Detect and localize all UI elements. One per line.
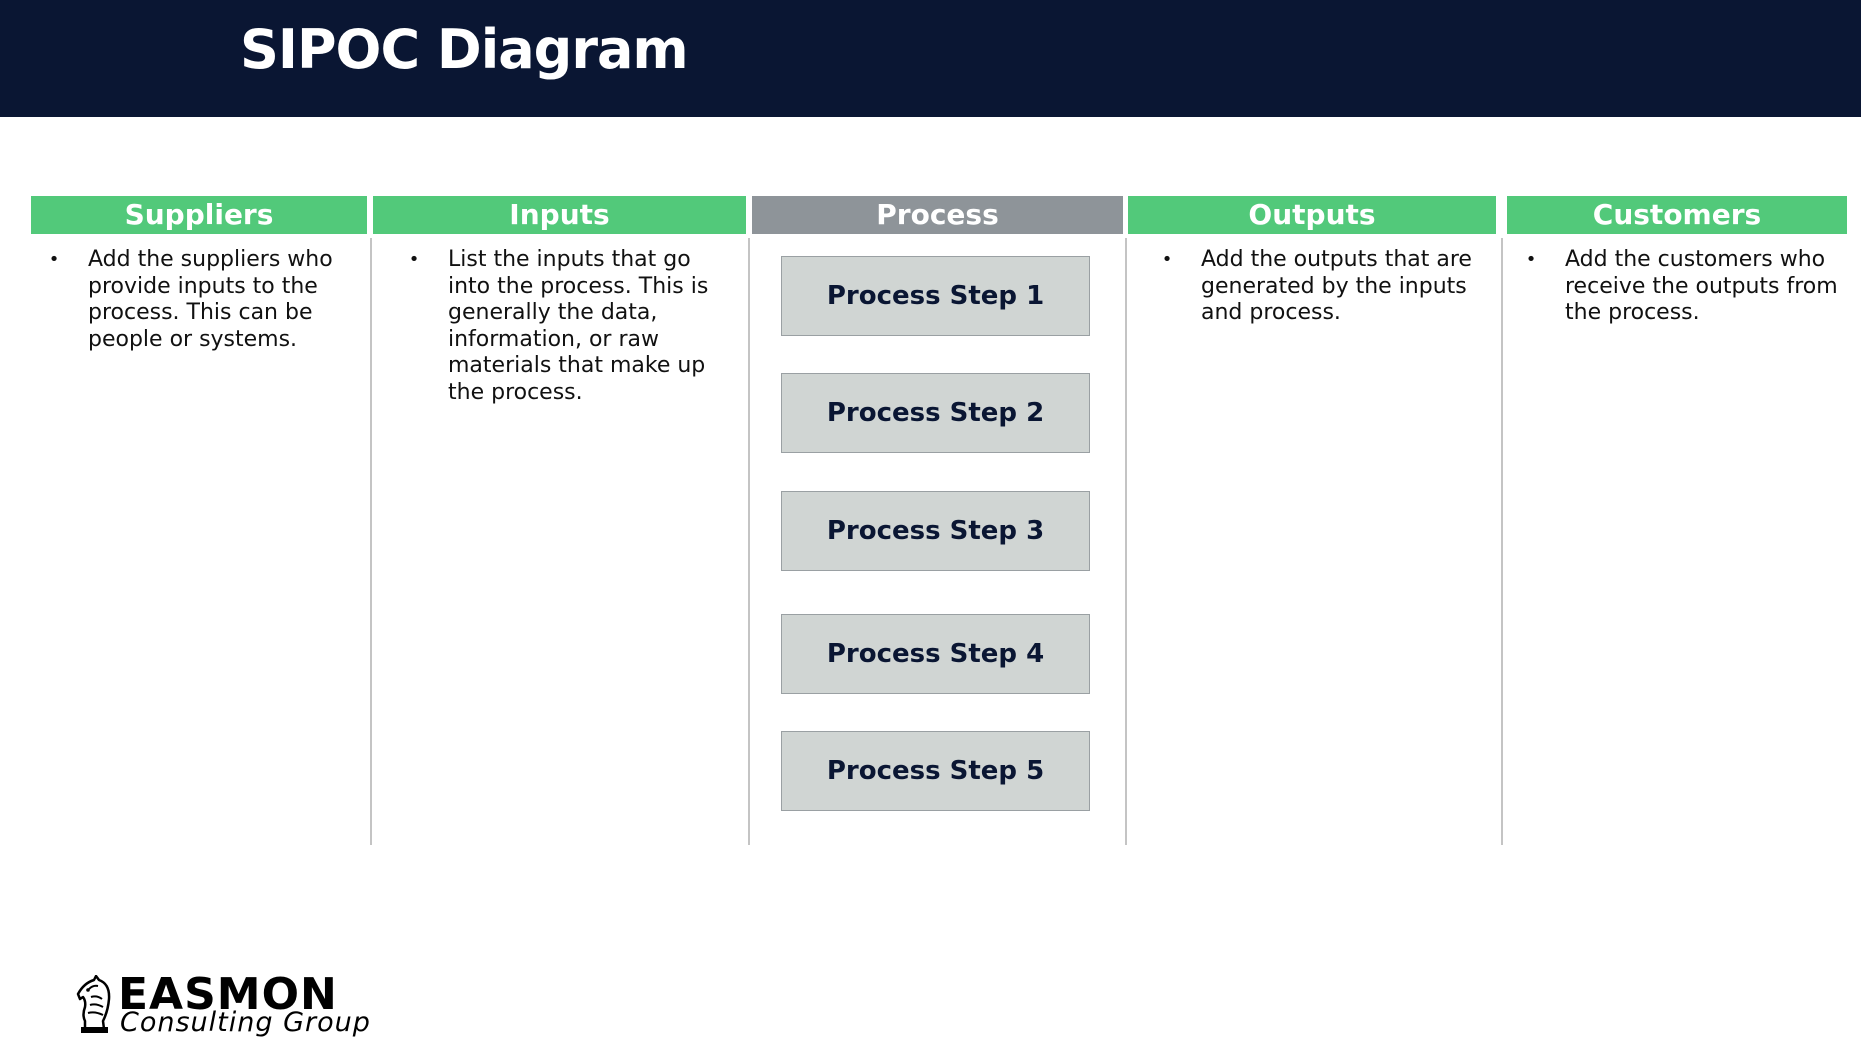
list-item: • List the inputs that go into the proce… xyxy=(404,247,714,406)
column-header-process: Process xyxy=(752,196,1123,234)
suppliers-list: • Add the suppliers who provide inputs t… xyxy=(44,247,334,353)
bullet-icon: • xyxy=(1161,249,1173,270)
title-bar: SIPOC Diagram xyxy=(0,0,1861,117)
chess-knight-icon xyxy=(76,975,111,1033)
list-item: • Add the suppliers who provide inputs t… xyxy=(44,247,334,353)
outputs-list: • Add the outputs that are generated by … xyxy=(1157,247,1487,327)
process-step-box: Process Step 2 xyxy=(781,373,1090,453)
outputs-text: Add the outputs that are generated by th… xyxy=(1201,247,1472,325)
column-divider xyxy=(370,238,372,845)
process-step-label: Process Step 1 xyxy=(826,281,1045,311)
process-step-label: Process Step 3 xyxy=(826,516,1045,546)
process-step-label: Process Step 2 xyxy=(826,398,1045,428)
column-header-inputs: Inputs xyxy=(373,196,746,234)
process-step-box: Process Step 1 xyxy=(781,256,1090,336)
suppliers-text: Add the suppliers who provide inputs to … xyxy=(88,247,333,352)
inputs-text: List the inputs that go into the process… xyxy=(448,247,709,405)
process-step-label: Process Step 5 xyxy=(826,756,1045,786)
inputs-list: • List the inputs that go into the proce… xyxy=(404,247,714,406)
logo-wordmark: EASMON xyxy=(118,969,338,1020)
process-step-box: Process Step 4 xyxy=(781,614,1090,694)
process-step-box: Process Step 3 xyxy=(781,491,1090,571)
bullet-icon: • xyxy=(48,249,60,270)
process-step-label: Process Step 4 xyxy=(826,639,1045,669)
company-logo: EASMON Consulting Group xyxy=(76,972,386,1038)
column-header-suppliers: Suppliers xyxy=(31,196,367,234)
process-step-box: Process Step 5 xyxy=(781,731,1090,811)
logo-tagline: Consulting Group xyxy=(120,1007,371,1038)
customers-list: • Add the customers who receive the outp… xyxy=(1521,247,1851,327)
column-divider xyxy=(1501,238,1503,845)
customers-text: Add the customers who receive the output… xyxy=(1565,247,1838,325)
column-header-outputs: Outputs xyxy=(1128,196,1496,234)
list-item: • Add the outputs that are generated by … xyxy=(1157,247,1487,327)
page-title: SIPOC Diagram xyxy=(240,18,689,81)
bullet-icon: • xyxy=(408,249,420,270)
list-item: • Add the customers who receive the outp… xyxy=(1521,247,1851,327)
bullet-icon: • xyxy=(1525,249,1537,270)
column-divider xyxy=(748,238,750,845)
column-header-customers: Customers xyxy=(1507,196,1847,234)
column-divider xyxy=(1125,238,1127,845)
